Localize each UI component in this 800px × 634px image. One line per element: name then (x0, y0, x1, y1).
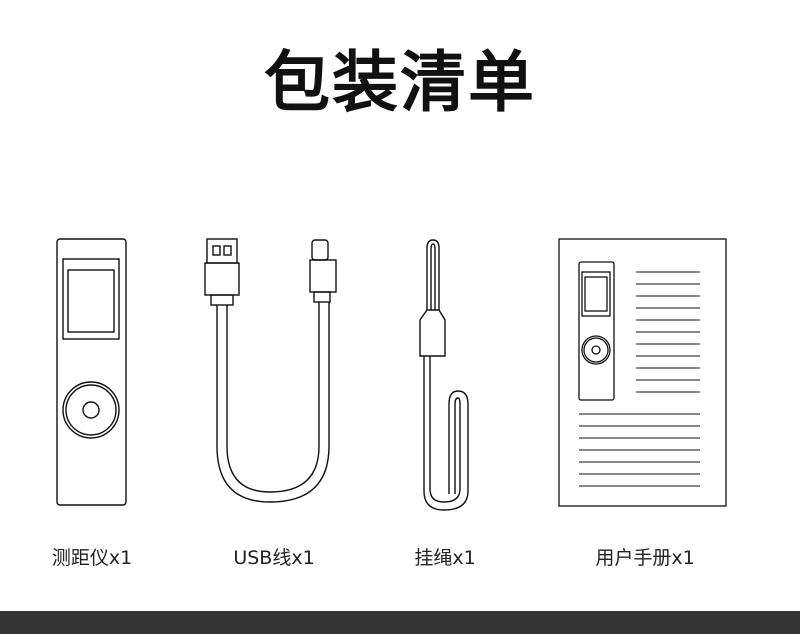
usb-cable-label: USB线x1 (233, 547, 315, 569)
rangefinder-item (56, 238, 128, 508)
user-manual-icon (558, 238, 727, 507)
rangefinder-label: 测距仪x1 (51, 547, 133, 569)
lanyard-label: 挂绳x1 (414, 547, 476, 569)
page-title: 包装清单 (264, 44, 536, 121)
usb-cable-item (200, 236, 340, 508)
user-manual-label: 用户手册x1 (595, 547, 695, 569)
rangefinder-icon (56, 238, 127, 506)
usb-cable-icon (204, 238, 337, 503)
user-manual-item (558, 238, 730, 510)
lanyard-item (410, 236, 480, 514)
lanyard-icon (419, 239, 469, 511)
footer-bar (0, 611, 800, 634)
